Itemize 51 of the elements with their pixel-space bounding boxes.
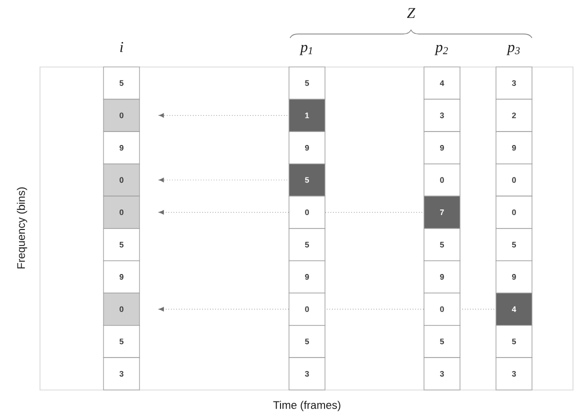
group-label: Z: [407, 8, 416, 18]
grid-cell: 4: [496, 292, 532, 326]
grid-cell: 0: [103, 196, 140, 229]
grid-cell: 3: [496, 66, 532, 100]
column-header: p$_{3}$: [506, 44, 520, 56]
grid-cell: 0: [496, 196, 532, 229]
grid-cell: 5: [496, 324, 532, 358]
arrow: [158, 210, 289, 215]
grid-cell: 3: [496, 357, 532, 390]
grid-cell: 5: [288, 228, 326, 262]
grid-cell: 7: [424, 196, 460, 229]
grid-cell: 9: [496, 131, 532, 164]
grid-cell: 2: [496, 98, 532, 132]
column-header: p$_{2}$: [434, 44, 448, 56]
grid-cell: 0: [288, 196, 326, 229]
grid-cell: 0: [103, 98, 140, 132]
grid-cell: 3: [424, 98, 460, 132]
grid-cell: 1: [288, 98, 326, 132]
column-header: p$_{1}$: [300, 44, 312, 56]
grid-cell: 3: [103, 357, 140, 390]
grid-cell: 3: [288, 357, 326, 390]
grid-cell: 5: [103, 228, 140, 262]
grid-cell: 5: [496, 228, 532, 262]
arrow: [158, 178, 288, 182]
grid-cell: 5: [288, 324, 326, 358]
grid-cell: 5: [103, 324, 140, 358]
axis-label: Frequency (bins): [16, 187, 28, 268]
grid-cell: 5: [288, 164, 326, 196]
grid-cell: 9: [103, 260, 140, 294]
grid-cell: 0: [496, 164, 532, 196]
grid-cell: 0: [288, 292, 326, 326]
grid-cell: 0: [103, 292, 140, 326]
grid-cell: 5: [288, 66, 326, 100]
grid-cell: 5: [103, 66, 140, 100]
grid-cell: 0: [424, 292, 460, 326]
grid-cell: 9: [288, 131, 326, 164]
grid-cell: 9: [424, 131, 460, 164]
arrow: [158, 306, 289, 312]
grid-cell: 3: [424, 357, 460, 390]
grid-cell: 5: [424, 324, 460, 358]
grid-cell: 9: [424, 260, 460, 294]
grid-cell: 0: [424, 164, 460, 196]
arrow: [158, 113, 288, 118]
grid-cell: 4: [424, 66, 460, 100]
grid-cell: 5: [424, 228, 460, 262]
grid-cell: 0: [103, 164, 140, 196]
grid-cell: 9: [288, 260, 326, 294]
grid-cell: 9: [496, 260, 532, 294]
axis-label: Time (frames): [273, 400, 340, 412]
grid-cell: 9: [103, 131, 140, 164]
column-header: i: [120, 42, 124, 52]
